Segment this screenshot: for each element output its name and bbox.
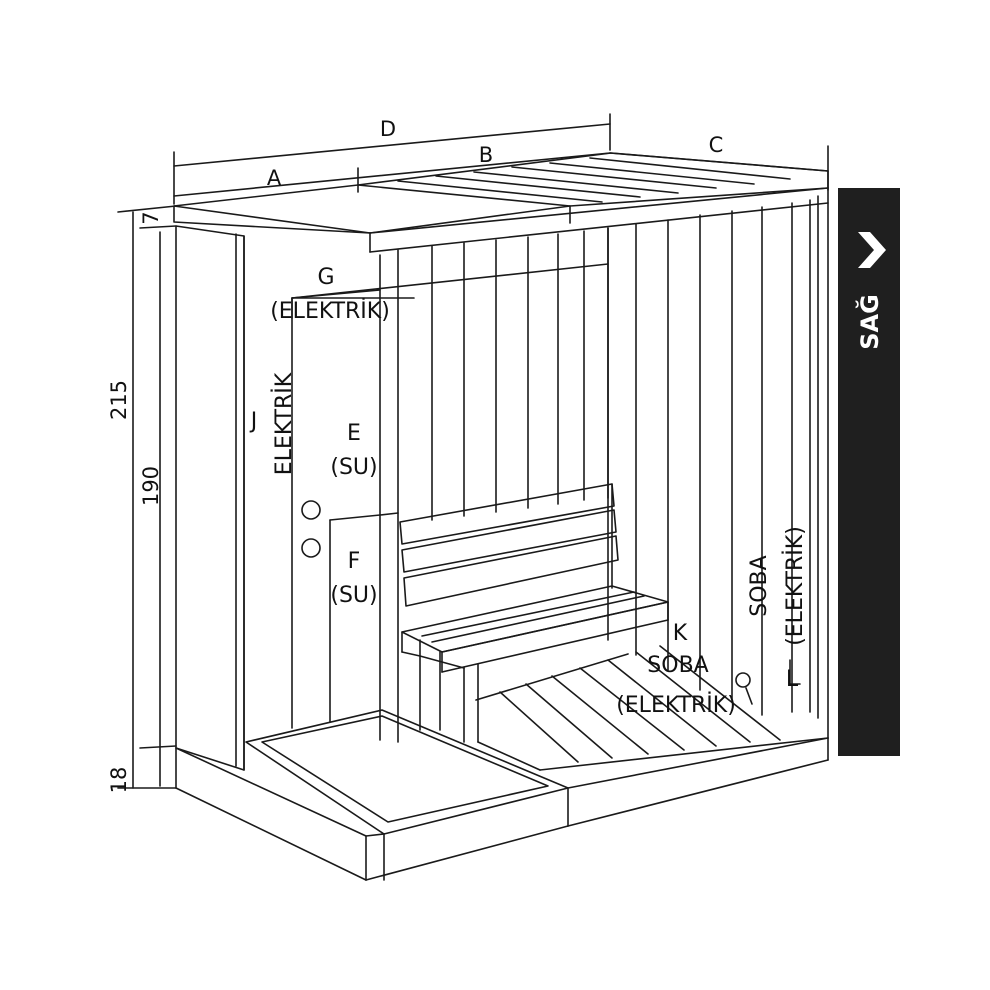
dim-label-190: 190 [139,466,163,506]
label-k-sub1: SOBA [647,653,708,678]
sauna-floor [475,645,829,771]
side-panel-label: SAĞ [854,294,884,350]
label-g: G [317,265,334,290]
dimension-line-ab [173,152,611,197]
dim-label-7: 7 [139,211,163,224]
side-panel-background [838,188,900,756]
label-e-sub: (SU) [330,455,377,480]
shower-back-wall [291,254,609,741]
label-l: L [786,667,799,692]
label-e: E [347,421,361,446]
label-j-sub: ELEKTRİK [271,372,297,475]
label-k: K [673,621,688,646]
shower-tray [245,709,569,881]
dim-label-c: C [709,133,724,157]
sauna-back-wall [379,227,609,743]
label-l-sub1: SOBA [747,555,772,616]
bench-backrest [399,483,619,607]
label-f-sub: (SU) [330,583,377,608]
label-k-sub2: (ELEKTRİK) [616,692,736,718]
side-panel[interactable]: SAĞ [838,188,900,756]
dim-label-18: 18 [107,767,131,794]
dim-label-a: A [267,166,282,190]
label-l-sub2: (ELEKTRİK) [782,526,808,646]
dimension-line-vertical [117,205,177,789]
outlet-e-circle [301,500,321,520]
dim-label-215: 215 [107,380,131,420]
base-platform [175,737,829,881]
sauna-right-wall [607,187,829,739]
left-panel [175,225,245,771]
label-f: F [348,549,361,574]
bench-seat [401,585,669,743]
label-j: J [249,409,258,434]
outlet-k-circle [735,672,751,688]
label-g-sub: (ELEKTRİK) [270,298,390,324]
dim-label-d: D [380,117,396,141]
chevron-right-icon [858,232,886,268]
outlet-f-circle [301,538,321,558]
dim-label-b: B [479,143,493,167]
leader-lines [291,297,801,705]
